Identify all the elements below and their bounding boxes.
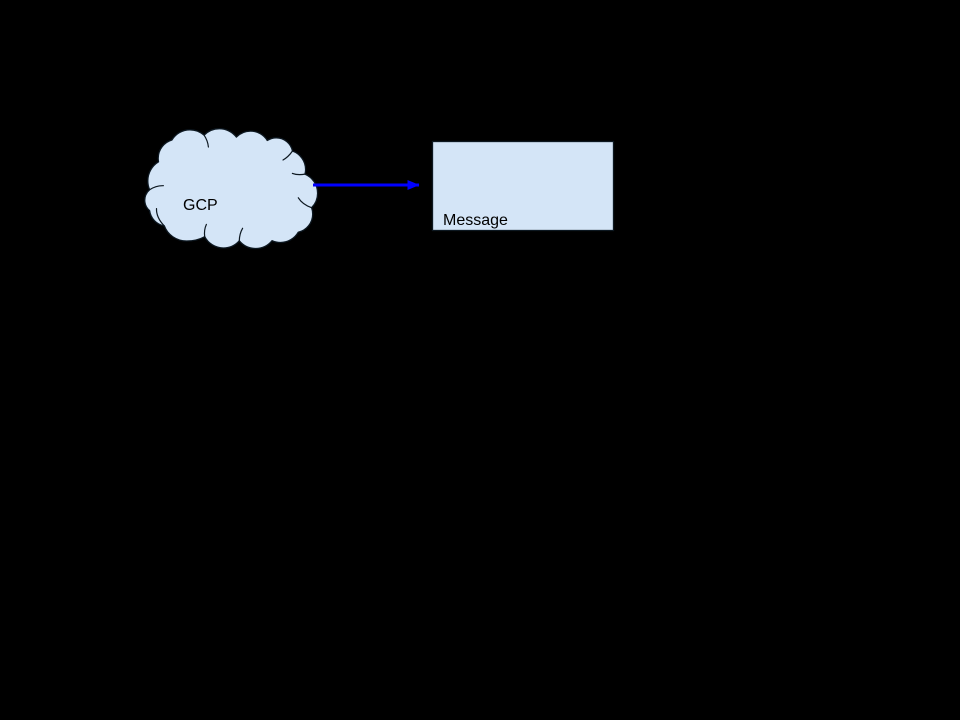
node-message-dumper[interactable] bbox=[431, 140, 615, 232]
cloud-inner-detail-7 bbox=[238, 227, 244, 242]
cloud-inner-detail-4 bbox=[282, 150, 294, 161]
cloud-inner-detail bbox=[155, 208, 165, 227]
cloud-inner-detail-6 bbox=[297, 197, 313, 209]
cloud-inner-detail-8 bbox=[203, 223, 207, 238]
cloud-inner-detail-3 bbox=[203, 134, 209, 148]
message-dumper-box[interactable] bbox=[431, 140, 615, 232]
cloud-inner-detail-5 bbox=[291, 172, 306, 176]
cloud-shape[interactable] bbox=[144, 128, 319, 250]
node-gcp-cloud-scheduler[interactable] bbox=[144, 128, 319, 250]
cloud-inner-detail-2 bbox=[149, 185, 164, 191]
